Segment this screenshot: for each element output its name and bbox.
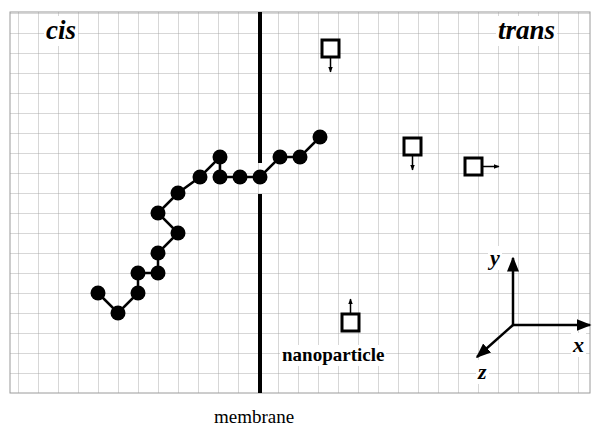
region-label: cis (44, 16, 78, 46)
grid (10, 12, 590, 393)
polymer-chain (91, 130, 328, 321)
axis-label: x (571, 333, 586, 357)
axis-label: z (476, 360, 489, 384)
nanoparticles (322, 40, 499, 331)
part-label: membrane (212, 407, 296, 428)
membrane-wall (258, 12, 262, 393)
part-label: nanoparticle (280, 345, 386, 366)
axis-label: y (488, 246, 502, 270)
axes (477, 258, 590, 357)
region-label: trans (496, 16, 557, 46)
